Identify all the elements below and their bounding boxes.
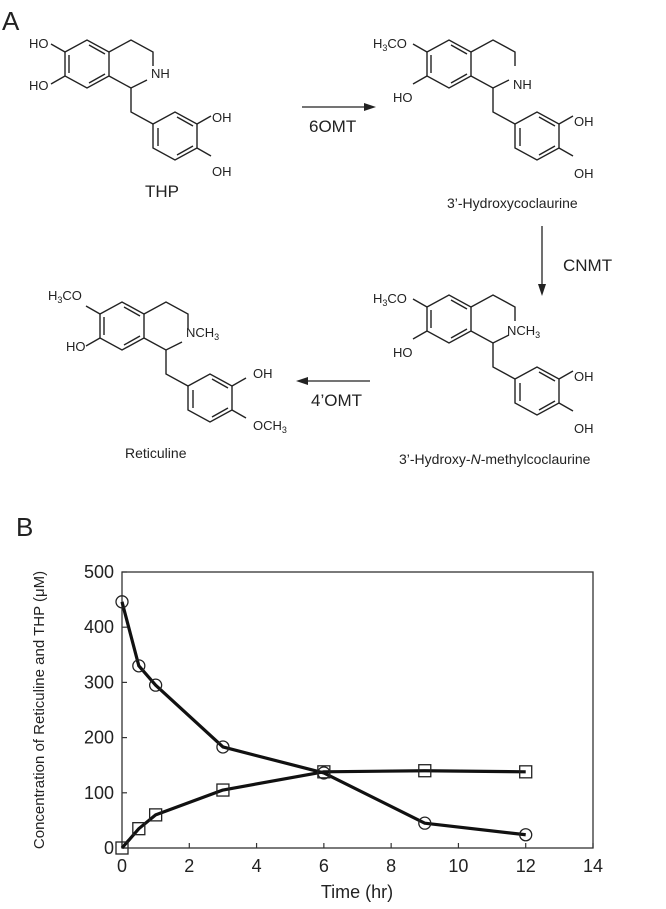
svg-text:H3CO: H3CO bbox=[373, 36, 407, 53]
svg-text:HO: HO bbox=[393, 90, 413, 105]
svg-text:OH: OH bbox=[574, 114, 594, 129]
compound-name-thp: THP bbox=[145, 182, 179, 201]
svg-text:HO: HO bbox=[66, 339, 86, 354]
x-tick-label: 0 bbox=[117, 856, 127, 876]
plot-frame bbox=[121, 571, 594, 849]
y-tick-label: 100 bbox=[84, 783, 114, 803]
svg-text:OCH3: OCH3 bbox=[253, 418, 287, 435]
svg-text:H3CO: H3CO bbox=[48, 288, 82, 305]
arrow-4omt: 4’OMT bbox=[296, 377, 370, 410]
y-tick-label: 400 bbox=[84, 617, 114, 637]
svg-text:H3CO: H3CO bbox=[373, 291, 407, 308]
svg-text:HO: HO bbox=[29, 78, 49, 93]
svg-text:NCH3: NCH3 bbox=[507, 323, 540, 340]
y-tick-label: 200 bbox=[84, 728, 114, 748]
svg-text:NCH3: NCH3 bbox=[186, 325, 219, 342]
svg-text:HO: HO bbox=[393, 345, 413, 360]
compound-hydroxycoclaurine: H3CO HO NH OH OH 3’-Hydroxycoclaurine bbox=[373, 36, 594, 211]
series-reticuline bbox=[115, 764, 533, 855]
y-axis-label: Concentration of Reticuline and THP (μM) bbox=[31, 571, 48, 849]
compound-name-hydroxycoclaurine: 3’-Hydroxycoclaurine bbox=[447, 195, 578, 211]
arrow-cnmt: CNMT bbox=[538, 226, 612, 296]
svg-text:OH: OH bbox=[253, 366, 273, 381]
y-tick-label: 300 bbox=[84, 672, 114, 692]
svg-text:OH: OH bbox=[574, 166, 594, 181]
panel-a-label: A bbox=[2, 6, 20, 36]
svg-text:NH: NH bbox=[151, 66, 170, 81]
data-point-square bbox=[317, 765, 331, 779]
svg-text:OH: OH bbox=[212, 110, 232, 125]
x-tick-label: 12 bbox=[516, 856, 536, 876]
svg-text:OH: OH bbox=[574, 369, 594, 384]
axis-ticks: 0 2 4 6 8 10 12 14 0 100 200 300 400 500 bbox=[84, 562, 603, 876]
data-point-circle bbox=[519, 828, 533, 842]
x-tick-label: 8 bbox=[386, 856, 396, 876]
series-thp bbox=[115, 595, 533, 842]
x-tick-label: 10 bbox=[448, 856, 468, 876]
svg-text:OH: OH bbox=[574, 421, 594, 436]
x-tick-label: 4 bbox=[252, 856, 262, 876]
x-tick-label: 14 bbox=[583, 856, 603, 876]
svg-text:OH: OH bbox=[212, 164, 232, 179]
compound-hydroxy-n-methylcoclaurine: H3CO HO NCH3 OH OH 3’-Hydroxy-N-methylco… bbox=[373, 291, 594, 467]
data-point-circle bbox=[418, 816, 432, 830]
svg-text:HO: HO bbox=[29, 36, 49, 51]
x-tick-label: 2 bbox=[184, 856, 194, 876]
data-series bbox=[115, 595, 533, 855]
enzyme-cnmt: CNMT bbox=[563, 256, 612, 275]
data-point-circle bbox=[216, 740, 230, 754]
y-tick-label: 500 bbox=[84, 562, 114, 582]
enzyme-4omt: 4’OMT bbox=[311, 391, 362, 410]
data-point-square bbox=[132, 822, 146, 836]
panel-b-label: B bbox=[16, 512, 33, 542]
data-point-square bbox=[418, 764, 432, 778]
x-axis-label: Time (hr) bbox=[321, 882, 393, 902]
data-point-square bbox=[115, 841, 129, 855]
data-point-circle bbox=[115, 595, 129, 609]
data-point-square bbox=[519, 765, 533, 779]
compound-thp: HO HO NH OH OH THP bbox=[29, 36, 232, 201]
data-point-square bbox=[148, 808, 163, 822]
enzyme-6omt: 6OMT bbox=[309, 117, 356, 136]
data-point-circle bbox=[132, 659, 146, 673]
data-point-circle bbox=[148, 678, 163, 692]
svg-text:NH: NH bbox=[513, 77, 532, 92]
data-point-square bbox=[216, 783, 230, 797]
compound-name-reticuline: Reticuline bbox=[125, 445, 187, 461]
compound-name-hydroxy-n-methylcoclaurine: 3’-Hydroxy-N-methylcoclaurine bbox=[399, 451, 591, 467]
chart: 0 2 4 6 8 10 12 14 0 100 200 300 400 500 Time (hr) Co… bbox=[31, 562, 603, 902]
compound-reticuline: H3CO HO NCH3 OH OCH3 Reticuline bbox=[48, 288, 287, 461]
arrow-6omt: 6OMT bbox=[302, 103, 376, 136]
x-tick-label: 6 bbox=[319, 856, 329, 876]
y-tick-label: 0 bbox=[104, 838, 114, 858]
